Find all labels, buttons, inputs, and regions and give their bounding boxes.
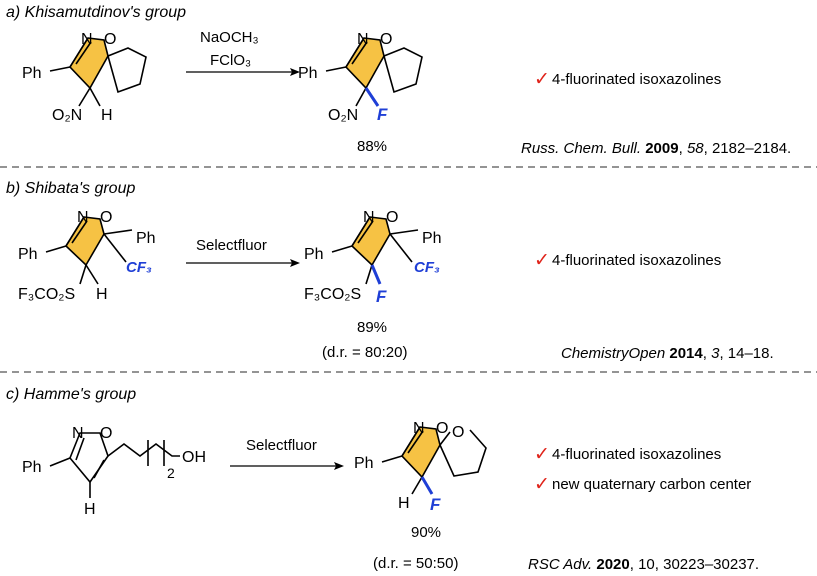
- section-a-header: a) Khisamutdinov's group: [6, 4, 186, 21]
- reactant-a-o: O: [104, 31, 116, 48]
- reactant-b-ph2: Ph: [136, 230, 156, 247]
- section-a-feature-1: 4-fluorinated isoxazolines: [552, 71, 721, 88]
- section-a-arrow: [186, 68, 300, 76]
- reactant-a-substituent: O₂N: [52, 107, 82, 124]
- section-b-feature-1: 4-fluorinated isoxazolines: [552, 252, 721, 269]
- ref-b-year: 2014: [669, 345, 703, 362]
- reactant-b-h: H: [96, 286, 108, 303]
- reactant-c-h: H: [84, 501, 96, 518]
- ref-a-pages: 2182–2184.: [712, 140, 791, 157]
- ref-a-journal: Russ. Chem. Bull.: [521, 140, 641, 157]
- product-b-fluorine: F: [376, 287, 387, 306]
- reactant-c-oh: OH: [182, 449, 206, 466]
- product-a-o: O: [380, 31, 392, 48]
- section-a-reactant: N O Ph O₂N H: [22, 31, 147, 124]
- ref-c-year: 2020: [596, 556, 629, 573]
- reactant-a-n: N: [81, 31, 93, 48]
- ref-a-year: 2009: [645, 140, 678, 157]
- ref-b-volume: 3: [711, 345, 720, 362]
- ref-b-journal: ChemistryOpen: [561, 345, 665, 362]
- reactant-b-o: O: [100, 209, 112, 226]
- reactant-c-o: O: [100, 425, 112, 442]
- reactant-b-substituent: F₃CO₂S: [18, 286, 75, 303]
- section-c-yield: 90%: [411, 524, 441, 541]
- product-c-fluorine: F: [430, 495, 441, 514]
- section-c-feature-1: 4-fluorinated isoxazolines: [552, 446, 721, 463]
- product-b-ph2: Ph: [422, 230, 442, 247]
- reactant-b-ph: Ph: [18, 246, 38, 263]
- reactant-c-ph: Ph: [22, 459, 42, 476]
- reactant-a-ph: Ph: [22, 65, 42, 82]
- section-c-arrow: [230, 462, 344, 470]
- reactant-b-cf3: CF₃: [126, 259, 152, 276]
- section-b-reactant: N O Ph Ph CF₃ F₃CO₂S H: [18, 209, 156, 303]
- product-b-ph: Ph: [304, 246, 324, 263]
- reactant-c-n: N: [72, 425, 84, 442]
- product-a-substituent: O₂N: [328, 107, 358, 124]
- ref-a-volume: 58: [687, 140, 704, 157]
- section-b-header: b) Shibata's group: [6, 180, 135, 197]
- reactant-a-h: H: [101, 107, 113, 124]
- section-c-product: N O O Ph H F: [354, 420, 487, 514]
- ref-c-volume: 10: [638, 556, 655, 573]
- ref-c-journal: RSC Adv.: [528, 556, 592, 573]
- section-b-product: N O Ph Ph CF₃ F₃CO₂S F: [304, 209, 442, 306]
- product-c-h: H: [398, 495, 410, 512]
- check-mark-icon: ✓: [534, 250, 550, 271]
- product-b-substituent: F₃CO₂S: [304, 286, 361, 303]
- section-c-reactant: N O Ph H 2 OH: [22, 425, 206, 518]
- product-a-ph: Ph: [298, 65, 318, 82]
- section-c-reference: RSC Adv. 2020, 10, 30223–30237.: [528, 556, 759, 573]
- section-a-reagent-2: FClO₃: [210, 52, 251, 69]
- product-b-n: N: [363, 209, 375, 226]
- section-c-reagent: Selectfluor: [246, 437, 317, 454]
- section-c-dr: (d.r. = 50:50): [373, 555, 458, 572]
- check-mark-icon: ✓: [534, 69, 550, 90]
- product-c-n: N: [413, 420, 425, 437]
- check-mark-icon: ✓: [534, 444, 550, 465]
- product-c-ring-o: O: [452, 424, 464, 441]
- section-a-product: N O Ph O₂N F: [298, 31, 423, 124]
- section-a-yield: 88%: [357, 138, 387, 155]
- product-c-o: O: [436, 420, 448, 437]
- product-c-ph: Ph: [354, 455, 374, 472]
- check-mark-icon: ✓: [534, 474, 550, 495]
- section-c-header: c) Hamme's group: [6, 386, 136, 403]
- product-a-fluorine: F: [377, 105, 388, 124]
- product-a-n: N: [357, 31, 369, 48]
- ref-b-pages: 14–18.: [728, 345, 774, 362]
- section-b-dr: (d.r. = 80:20): [322, 344, 407, 361]
- section-c-feature-2: new quaternary carbon center: [552, 476, 751, 493]
- section-b-reagent: Selectfluor: [196, 237, 267, 254]
- reactant-c-chain-count: 2: [167, 465, 175, 481]
- section-b-yield: 89%: [357, 319, 387, 336]
- section-b-reference: ChemistryOpen 2014, 3, 14–18.: [561, 345, 774, 362]
- product-b-o: O: [386, 209, 398, 226]
- reactant-b-n: N: [77, 209, 89, 226]
- section-a-reagent-1: NaOCH₃: [200, 29, 259, 46]
- section-a-reference: Russ. Chem. Bull. 2009, 58, 2182–2184.: [521, 140, 791, 157]
- product-b-cf3: CF₃: [414, 259, 440, 276]
- section-b-arrow: [186, 259, 300, 267]
- ref-c-pages: 30223–30237.: [663, 556, 759, 573]
